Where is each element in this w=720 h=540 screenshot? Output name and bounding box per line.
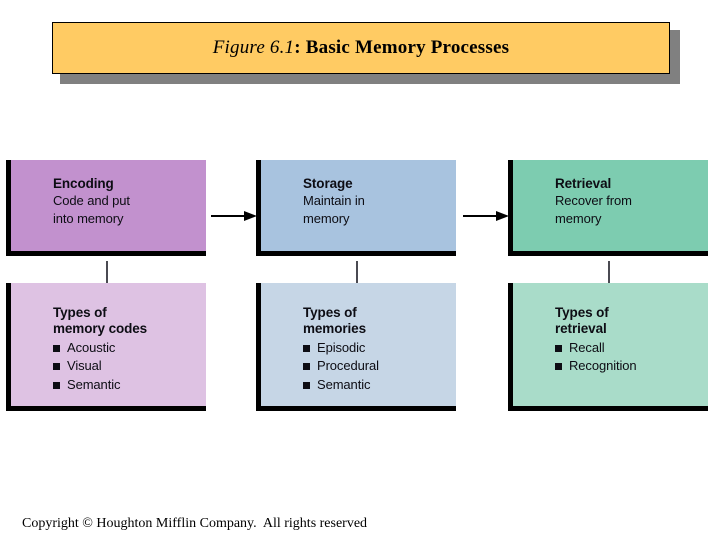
node-memory-codes-title-line-1: Types of xyxy=(53,305,107,320)
copyright-footer: Copyright © Houghton Mifflin Company. Al… xyxy=(22,516,368,531)
page-title: Figure 6.1: Basic Memory Processes xyxy=(213,37,509,59)
square-bullet-icon xyxy=(555,363,562,371)
list-item: Acoustic xyxy=(53,339,200,357)
square-bullet-icon xyxy=(53,363,60,371)
node-memories-title-line-2: memories xyxy=(303,321,366,337)
arrow-head-icon xyxy=(496,211,509,221)
node-memory-codes-title-line-2: memory codes xyxy=(53,321,148,337)
connector-encoding xyxy=(106,261,108,288)
node-retrieval-types-title-line-2: retrieval xyxy=(555,321,607,337)
node-storage[interactable]: Storage Maintain in memory xyxy=(256,160,456,256)
list-item-label: Visual xyxy=(67,358,102,374)
square-bullet-icon xyxy=(303,344,310,352)
list-item-label: Episodic xyxy=(317,339,366,355)
list-item: Semantic xyxy=(303,376,450,394)
square-bullet-icon xyxy=(303,363,310,371)
node-retrieval[interactable]: Retrieval Recover from memory xyxy=(508,160,708,256)
list-item: Semantic xyxy=(53,376,200,394)
diagram-column-encoding: Encoding Code and put into memory Types … xyxy=(6,160,206,411)
list-item-label: Recognition xyxy=(569,358,637,374)
node-storage-title: Storage xyxy=(303,176,353,191)
diagram-column-retrieval: Retrieval Recover from memory Types of r… xyxy=(508,160,708,411)
memory-processes-diagram: Encoding Code and put into memory Types … xyxy=(0,160,720,420)
node-storage-sub-line-1: Maintain in xyxy=(303,193,365,209)
node-storage-sub-line-2: memory xyxy=(303,210,350,226)
arrow-storage-to-retrieval xyxy=(463,211,509,221)
connector-retrieval xyxy=(608,261,610,288)
node-retrieval-title: Retrieval xyxy=(555,176,612,191)
node-retrieval-sub-line-1: Recover from xyxy=(555,193,632,209)
node-encoding-sub-line-1: Code and put xyxy=(53,193,130,209)
node-encoding-title: Encoding xyxy=(53,176,114,191)
arrow-head-icon xyxy=(244,211,257,221)
list-item-label: Recall xyxy=(569,339,605,355)
square-bullet-icon xyxy=(303,381,310,389)
list-item: Recall xyxy=(555,339,702,357)
title-banner-container: Figure 6.1: Basic Memory Processes xyxy=(52,22,680,84)
title-banner: Figure 6.1: Basic Memory Processes xyxy=(52,22,670,74)
diagram-column-storage: Storage Maintain in memory Types of memo… xyxy=(256,160,456,411)
node-retrieval-types-list: Recall Recognition xyxy=(555,339,702,376)
title-figure-number: Figure 6.1 xyxy=(212,37,295,58)
node-retrieval-sub-line-2: memory xyxy=(555,210,602,226)
node-encoding-sub-line-2: into memory xyxy=(53,210,124,226)
list-item: Recognition xyxy=(555,357,702,375)
node-types-of-memories[interactable]: Types of memories Episodic Procedural Se… xyxy=(256,283,456,411)
square-bullet-icon xyxy=(53,344,60,352)
connector-storage xyxy=(356,261,358,288)
list-item: Episodic xyxy=(303,339,450,357)
arrow-shaft xyxy=(463,215,497,217)
list-item-label: Acoustic xyxy=(67,339,116,355)
arrow-encoding-to-storage xyxy=(211,211,257,221)
node-types-of-retrieval[interactable]: Types of retrieval Recall Recognition xyxy=(508,283,708,411)
arrow-shaft xyxy=(211,215,245,217)
list-item-label: Semantic xyxy=(67,376,121,392)
square-bullet-icon xyxy=(555,344,562,352)
node-memories-title-line-1: Types of xyxy=(303,305,357,320)
list-item: Procedural xyxy=(303,357,450,375)
node-encoding[interactable]: Encoding Code and put into memory xyxy=(6,160,206,256)
square-bullet-icon xyxy=(53,381,60,389)
node-retrieval-types-title-line-1: Types of xyxy=(555,305,609,320)
node-types-of-memory-codes[interactable]: Types of memory codes Acoustic Visual Se… xyxy=(6,283,206,411)
title-subject: : Basic Memory Processes xyxy=(294,37,510,58)
list-item-label: Semantic xyxy=(317,376,371,392)
node-memory-codes-list: Acoustic Visual Semantic xyxy=(53,339,200,394)
list-item-label: Procedural xyxy=(317,358,379,374)
list-item: Visual xyxy=(53,357,200,375)
node-memories-list: Episodic Procedural Semantic xyxy=(303,339,450,394)
